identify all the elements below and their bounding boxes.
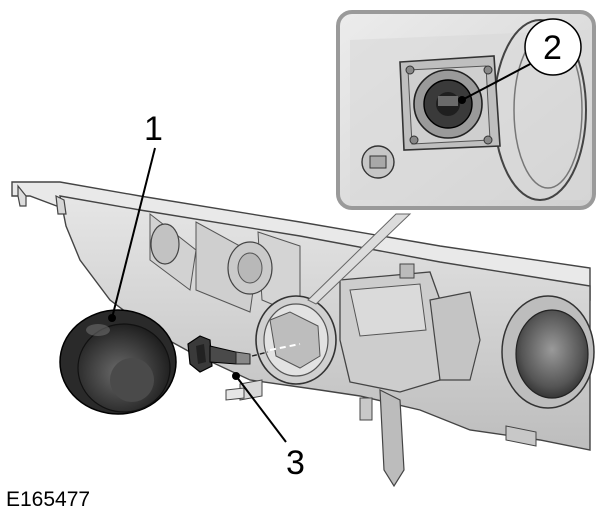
callout-2-number: 2 — [543, 29, 562, 67]
callout-1-number: 1 — [144, 110, 163, 148]
callout-3-number: 3 — [286, 444, 305, 482]
bulb — [187, 335, 301, 373]
headlamp-rear-cover — [59, 309, 177, 415]
headlamp-housing — [11, 181, 595, 488]
callout-2-badge — [524, 18, 582, 76]
figure-reference-code: E165477 — [6, 488, 90, 511]
callout-leaders — [108, 61, 535, 443]
detail-pointer — [307, 213, 412, 305]
